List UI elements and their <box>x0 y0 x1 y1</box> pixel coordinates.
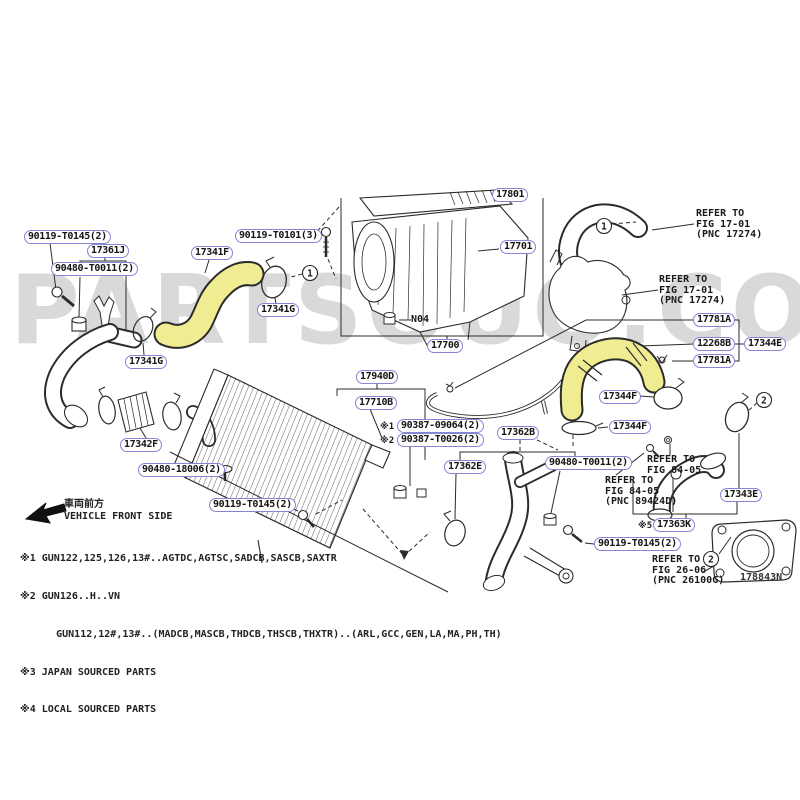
throttle-body-drawing <box>702 519 797 583</box>
part-label-17801[interactable]: 17801 <box>492 188 529 202</box>
circle-marker-2b: 2 <box>708 555 714 566</box>
vehicle-front-kanji: 車両前方 <box>64 499 104 510</box>
inlet-pipe-drawing <box>44 242 157 429</box>
part-label-17342F[interactable]: 17342F <box>120 438 162 452</box>
part-label-90387-09064[interactable]: 90387-09064(2) <box>397 419 484 433</box>
part-label-12268B[interactable]: 12268B <box>693 337 735 351</box>
note-line-3: GUN112,12#,13#..(MADCB,MASCB,THDCB,THSCB… <box>20 628 502 640</box>
refer-line: REFER TO <box>659 274 708 285</box>
refer-line: FIG 17-01 <box>696 218 751 230</box>
part-label-17362E[interactable]: 17362E <box>444 460 486 474</box>
part-label-17781A-a[interactable]: 17781A <box>693 313 735 327</box>
refer-fig-26-06: REFER TO FIG 26-06 (PNC 26100G) <box>652 554 725 587</box>
refer-fig-17-01-b: REFER TO FIG 17-01 (PNC 17274) <box>659 274 726 307</box>
vehicle-front-text: VEHICLE FRONT SIDE <box>64 511 173 522</box>
part-label-90119-T0145-a[interactable]: 90119-T0145(2) <box>24 230 111 244</box>
part-label-90387-T0026[interactable]: 90387-T0026(2) <box>397 433 484 447</box>
note-line-5: ※4 LOCAL SOURCED PARTS <box>20 704 157 716</box>
part-label-90119-T0101[interactable]: 90119-T0101(3) <box>235 229 322 243</box>
part-label-90480-T0011-b[interactable]: 90480-T0011(2) <box>545 456 632 470</box>
hose-17341F-drawing <box>153 226 337 349</box>
circle-marker-1b: 1 <box>307 269 313 280</box>
part-label-17710B[interactable]: 17710B <box>355 396 397 410</box>
refer-line: (PNC 89424D) <box>605 496 678 507</box>
inlet-duct-drawing <box>548 203 695 353</box>
refer-line: FIG 26-06 <box>652 564 707 576</box>
refer-fig-84-05-short: REFER TO FIG 84-05 <box>647 454 702 476</box>
vehicle-front-marker: 車両前方 VEHICLE FRONT SIDE <box>64 499 172 523</box>
intercooler-drawing <box>169 368 449 593</box>
part-label-17341G-a[interactable]: 17341G <box>257 303 299 317</box>
vehicle-front-arrow <box>24 502 67 524</box>
part-label-N04: N04 <box>411 314 430 325</box>
refer-line: REFER TO <box>647 454 696 465</box>
part-label-17344E[interactable]: 17344E <box>744 337 786 351</box>
part-label-17344F-a[interactable]: 17344F <box>599 390 641 404</box>
circle-marker-2a: 2 <box>761 396 767 407</box>
applicability-notes: ※1 GUN122,125,126,13#..AGTDC,AGTSC,SADCB… <box>20 528 502 742</box>
part-label-90119-T0145-b[interactable]: 90119-T0145(2) <box>209 498 296 512</box>
air-pipe-17362B-drawing <box>443 439 595 592</box>
refer-line: REFER TO <box>605 475 654 486</box>
part-label-17700[interactable]: 17700 <box>427 339 464 353</box>
part-label-17940D[interactable]: 17940D <box>356 370 398 384</box>
refer-line: REFER TO <box>652 554 701 565</box>
refer-line: FIG 84-05 <box>605 485 660 497</box>
note-line-2: ※2 GUN126..H..VN <box>20 590 121 602</box>
refer-fig-17-01-a: REFER TO FIG 17-01 (PNC 17274) <box>696 208 763 241</box>
refer-line: (PNC 26100G) <box>652 575 725 586</box>
part-label-17781A-b[interactable]: 17781A <box>693 354 735 368</box>
refer-fig-84-05-long: REFER TO FIG 84-05 (PNC 89424D) <box>605 475 678 508</box>
part-label-17343E[interactable]: 17343E <box>720 488 762 502</box>
note-line-1: ※1 GUN122,125,126,13#..AGTDC,AGTSC,SADCB… <box>20 553 337 565</box>
refer-line: FIG 84-05 <box>647 464 702 476</box>
part-label-90119-T0145-c[interactable]: 90119-T0145(2) <box>594 537 681 551</box>
diagram-code: 178843N <box>740 572 783 583</box>
note-line-4: ※3 JAPAN SOURCED PARTS <box>20 666 157 678</box>
part-label-17701[interactable]: 17701 <box>500 240 537 254</box>
part-label-17361J[interactable]: 17361J <box>87 244 129 258</box>
air-cleaner-assembly-drawing <box>312 189 544 348</box>
part-label-17341F[interactable]: 17341F <box>191 246 233 260</box>
part-label-17363K[interactable]: 17363K <box>653 518 695 532</box>
refer-line: (PNC 17274) <box>696 229 763 240</box>
note-prefix-5: ※5 <box>638 521 653 531</box>
part-label-90480-18006[interactable]: 90480-18006(2) <box>138 463 225 477</box>
hose-17344F-drawing <box>559 337 685 447</box>
note-prefix-2: ※2 <box>380 436 395 446</box>
note-prefix-1: ※1 <box>380 422 395 432</box>
refer-line: (PNC 17274) <box>659 295 726 306</box>
part-label-17362B[interactable]: 17362B <box>497 426 539 440</box>
refer-line: FIG 17-01 <box>659 284 714 296</box>
refer-line: REFER TO <box>696 208 745 219</box>
callout-circles: 1 1 2 2 <box>301 217 773 568</box>
part-label-90480-T0011-a[interactable]: 90480-T0011(2) <box>51 262 138 276</box>
part-label-17341G-b[interactable]: 17341G <box>125 355 167 369</box>
part-label-17344F-b[interactable]: 17344F <box>609 420 651 434</box>
circle-marker-1a: 1 <box>601 222 607 233</box>
